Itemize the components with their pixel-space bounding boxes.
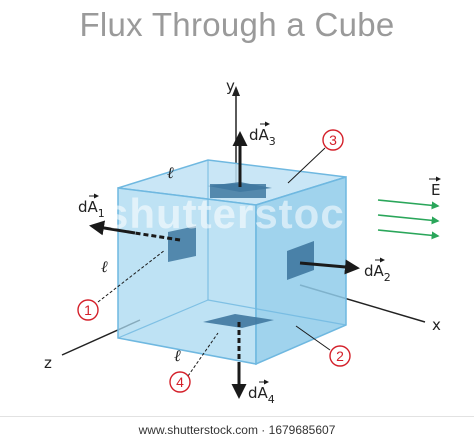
field-arrow <box>377 199 440 210</box>
svg-text:dA3: dA3 <box>249 126 276 148</box>
y-axis-arrowhead <box>232 86 240 96</box>
edge-label-bottom: ℓ <box>174 346 181 365</box>
marker-3: 3 <box>322 129 344 151</box>
marker-4: 4 <box>169 371 191 393</box>
field-label-text: E <box>431 181 440 199</box>
patch-left-face <box>168 226 196 262</box>
marker-3-label: 3 <box>329 132 337 148</box>
dA3-base: dA <box>249 126 270 144</box>
edge-label-top: ℓ <box>167 163 174 182</box>
field-arrow <box>377 229 440 240</box>
footer-bar: www.shutterstock.com · 1679685607 <box>0 416 474 443</box>
dA1-arrow <box>89 220 136 236</box>
y-axis-label: y <box>226 77 235 95</box>
dA2-arrow <box>299 259 360 275</box>
z-axis-label: z <box>44 354 52 372</box>
dA3-sub: 3 <box>269 135 276 148</box>
marker-2: 2 <box>329 345 351 367</box>
dA1-sub: 1 <box>98 207 105 220</box>
dA3-label: dA3 <box>249 121 276 148</box>
dA2-sub: 2 <box>384 271 391 284</box>
diagram-title: Flux Through a Cube <box>79 6 395 43</box>
leader-3 <box>287 147 326 184</box>
marker-2-label: 2 <box>336 348 344 364</box>
edge-label-side: ℓ <box>101 257 108 276</box>
cube-front-face <box>117 187 257 365</box>
svg-text:dA2: dA2 <box>364 262 391 284</box>
svg-text:dA1: dA1 <box>78 198 105 220</box>
patch-bottom-face <box>203 314 274 328</box>
dA1-label: dA1 <box>78 193 105 220</box>
dA2-label: dA2 <box>364 257 391 284</box>
dA2-base: dA <box>364 262 385 280</box>
svg-text:dA4: dA4 <box>248 384 275 406</box>
cube-hidden-edge <box>117 299 209 339</box>
leader-1 <box>97 249 166 303</box>
footer-text: www.shutterstock.com · 1679685607 <box>138 423 336 437</box>
marker-1: 1 <box>77 299 99 321</box>
dA4-label: dA4 <box>248 379 275 406</box>
dA1-base: dA <box>78 198 99 216</box>
marker-4-label: 4 <box>176 374 184 390</box>
dA4-sub: 4 <box>268 393 275 406</box>
x-axis-label: x <box>432 316 441 334</box>
marker-1-label: 1 <box>84 302 92 318</box>
leader-4 <box>187 332 219 377</box>
patch-right-face <box>287 241 314 280</box>
patch-top-face-fill <box>210 184 266 198</box>
field-arrow <box>377 214 440 225</box>
dA4-base: dA <box>248 384 269 402</box>
leader-2 <box>295 325 331 351</box>
cube-hidden-edge <box>207 299 347 326</box>
field-label: E <box>429 176 441 199</box>
